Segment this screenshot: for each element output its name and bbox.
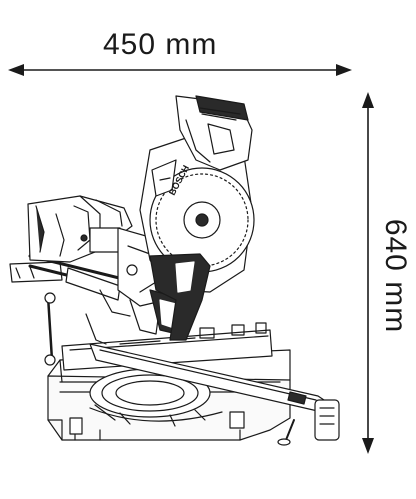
clamp-arm [149,253,211,341]
saw-details [80,234,138,345]
handle-assembly [175,95,253,171]
height-dimension-arrow [362,92,374,454]
height-value: 640 mm [379,218,412,334]
rear-tower [27,195,133,263]
height-dimension-label: 640 mm [378,206,412,346]
left-support [9,261,63,366]
saw-base [47,349,291,441]
miter-arm [89,343,340,446]
width-dimension-arrow [8,64,352,76]
blade-guard [139,129,255,293]
width-dimension-label: 450 mm [103,30,217,60]
width-value: 450 mm [103,28,218,61]
